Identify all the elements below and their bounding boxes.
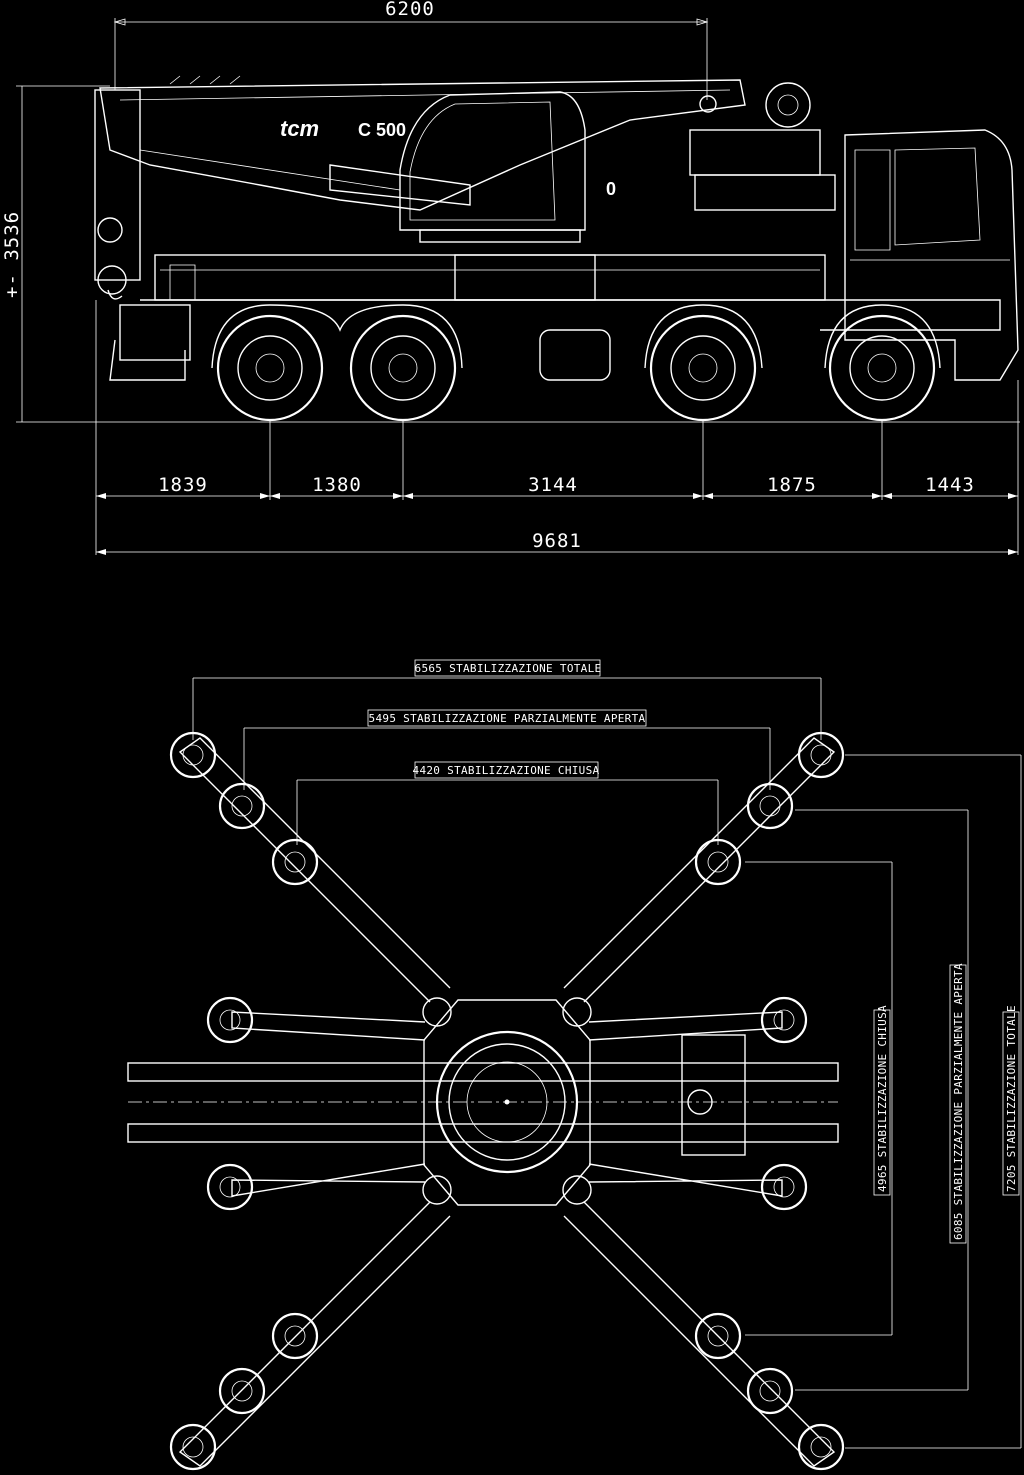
label-4965: 4965 STABILIZZAZIONE CHIUSA — [876, 1005, 889, 1192]
side-view: 6200 +- 3536 tcm C 500 0 — [1, 0, 1020, 555]
pad — [169, 731, 217, 779]
wheels — [211, 304, 941, 422]
pad — [218, 782, 266, 830]
label-7205: 7205 STABILIZZAZIONE TOTALE — [1005, 1005, 1018, 1192]
height-dimension: +- 3536 — [1, 85, 1020, 423]
vertical-dimensions: 4965 STABILIZZAZIONE CHIUSA 6085 STABILI… — [745, 754, 1022, 1449]
wheel-3 — [649, 314, 757, 422]
label-5495: 5495 STABILIZZAZIONE PARZIALMENTE APERTA — [369, 712, 646, 725]
pad — [694, 838, 742, 886]
outrigger-pads — [169, 731, 845, 1471]
pad — [218, 1367, 266, 1415]
pad — [760, 1163, 808, 1211]
pad — [760, 996, 808, 1044]
label-6085: 6085 STABILIZZAZIONE PARZIALMENTE APERTA — [952, 963, 965, 1240]
horizontal-dimensions: 6565 STABILIZZAZIONE TOTALE 5495 STABILI… — [192, 659, 822, 845]
bottom-dimensions: 1839 1380 3144 1875 1443 9681 — [95, 300, 1019, 555]
wheel-1 — [216, 314, 324, 422]
pad — [694, 1312, 742, 1360]
outrigger-arms — [178, 737, 836, 1467]
label-6565: 6565 STABILIZZAZIONE TOTALE — [415, 662, 602, 675]
pad — [206, 1163, 254, 1211]
chassis-plan — [127, 1034, 839, 1156]
pad — [271, 1312, 319, 1360]
counterweight — [689, 129, 836, 211]
pad — [797, 1423, 845, 1471]
brand-logo: tcm — [280, 116, 319, 141]
dim-1: 1839 — [158, 474, 208, 496]
wheel-2 — [349, 314, 457, 422]
boom-mark: 0 — [606, 179, 616, 199]
operator-cab — [399, 91, 586, 243]
pad — [746, 1367, 794, 1415]
pad — [746, 782, 794, 830]
truck-cab — [844, 129, 1019, 381]
top-view: 6565 STABILIZZAZIONE TOTALE 5495 STABILI… — [127, 659, 1022, 1471]
top-dimension: 6200 — [113, 0, 709, 100]
dim-5: 1443 — [925, 474, 975, 496]
chassis — [109, 254, 1001, 381]
pad — [797, 731, 845, 779]
model-label: C 500 — [358, 120, 406, 140]
pad — [169, 1423, 217, 1471]
slewing-ring — [422, 997, 592, 1206]
wheel-4 — [828, 314, 936, 422]
pad — [206, 996, 254, 1044]
dim-4: 1875 — [767, 474, 817, 496]
total-length: 9681 — [532, 530, 582, 552]
crane-boom — [94, 75, 811, 300]
dim-3: 3144 — [528, 474, 578, 496]
label-4420: 4420 STABILIZZAZIONE CHIUSA — [413, 764, 600, 777]
dim-2: 1380 — [312, 474, 362, 496]
height-dim-label: +- 3536 — [1, 211, 23, 298]
pad — [271, 838, 319, 886]
top-dim-label: 6200 — [385, 0, 435, 20]
